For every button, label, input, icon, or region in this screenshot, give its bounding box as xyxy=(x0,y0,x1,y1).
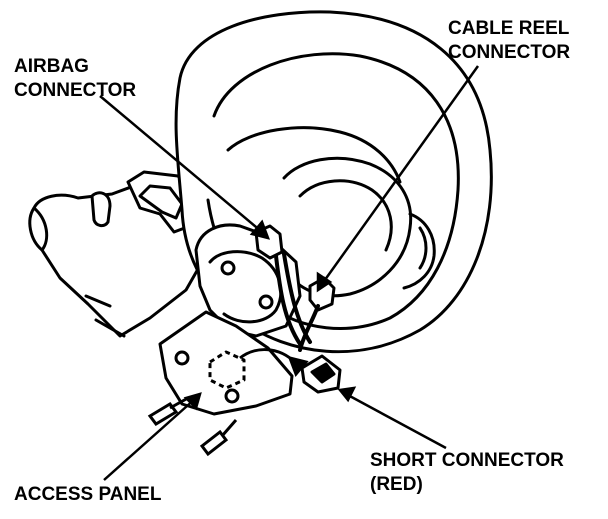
screw-hole-lower xyxy=(258,294,274,310)
spoke-detail xyxy=(418,226,428,270)
stalk-end-cap xyxy=(28,206,49,252)
airbag-label-line-2: CONNECTOR xyxy=(14,80,136,101)
leader-lines xyxy=(99,65,480,481)
access-panel-part xyxy=(158,310,294,416)
cable-reel-leader xyxy=(320,65,480,285)
screw-1-shaft xyxy=(169,396,189,410)
short-connector-leader xyxy=(345,392,447,450)
access-panel-leader xyxy=(103,397,197,481)
removal-arrow-head xyxy=(287,355,309,377)
screw-hole-upper xyxy=(220,260,236,276)
airbag-leader xyxy=(99,95,263,233)
column-lower-line xyxy=(94,318,126,338)
cable-reel-label-line-2: CONNECTOR xyxy=(448,42,570,63)
short-connector-leader-head xyxy=(337,386,357,403)
access-panel-label: ACCESS PANEL xyxy=(14,484,162,505)
access-panel-hole-1 xyxy=(174,350,190,366)
screw-2-icon xyxy=(199,429,229,457)
screw-1-icon xyxy=(147,402,179,426)
wheel-upper-opening xyxy=(226,126,402,184)
stalk-slot xyxy=(90,191,112,228)
column-stalk xyxy=(32,178,204,338)
callout-labels: AIRBAG CONNECTOR CABLE REEL CONNECTOR SH… xyxy=(14,18,570,505)
hub-inner-arc xyxy=(298,179,393,252)
cable-reel-label-line-1: CABLE REEL xyxy=(448,18,570,39)
cable-reel-leader-head xyxy=(316,271,333,293)
airbag-leader-head xyxy=(249,219,271,240)
wheel-right-spoke xyxy=(402,212,436,290)
harness-wire-1 xyxy=(274,254,302,346)
screw-2-shaft xyxy=(220,419,238,437)
removal-arrow xyxy=(239,348,309,377)
access-panel-plate xyxy=(158,310,294,416)
airbag-label-line-1: AIRBAG xyxy=(14,56,89,77)
access-panel-outline-dashed xyxy=(208,350,246,390)
access-panel-hole-2 xyxy=(224,388,240,404)
short-connector-clip xyxy=(310,362,336,384)
short-connector-part xyxy=(300,354,342,394)
wiring-harness xyxy=(274,252,320,352)
access-panel-leader-head xyxy=(183,392,202,411)
short-connector-label-line-2: (RED) xyxy=(370,474,423,495)
short-connector-label-line-1: SHORT CONNECTOR xyxy=(370,450,564,471)
steering-column-illustration xyxy=(28,10,493,354)
column-shroud-line xyxy=(84,294,112,308)
screws xyxy=(147,396,238,457)
harness-wire-3 xyxy=(298,304,320,352)
